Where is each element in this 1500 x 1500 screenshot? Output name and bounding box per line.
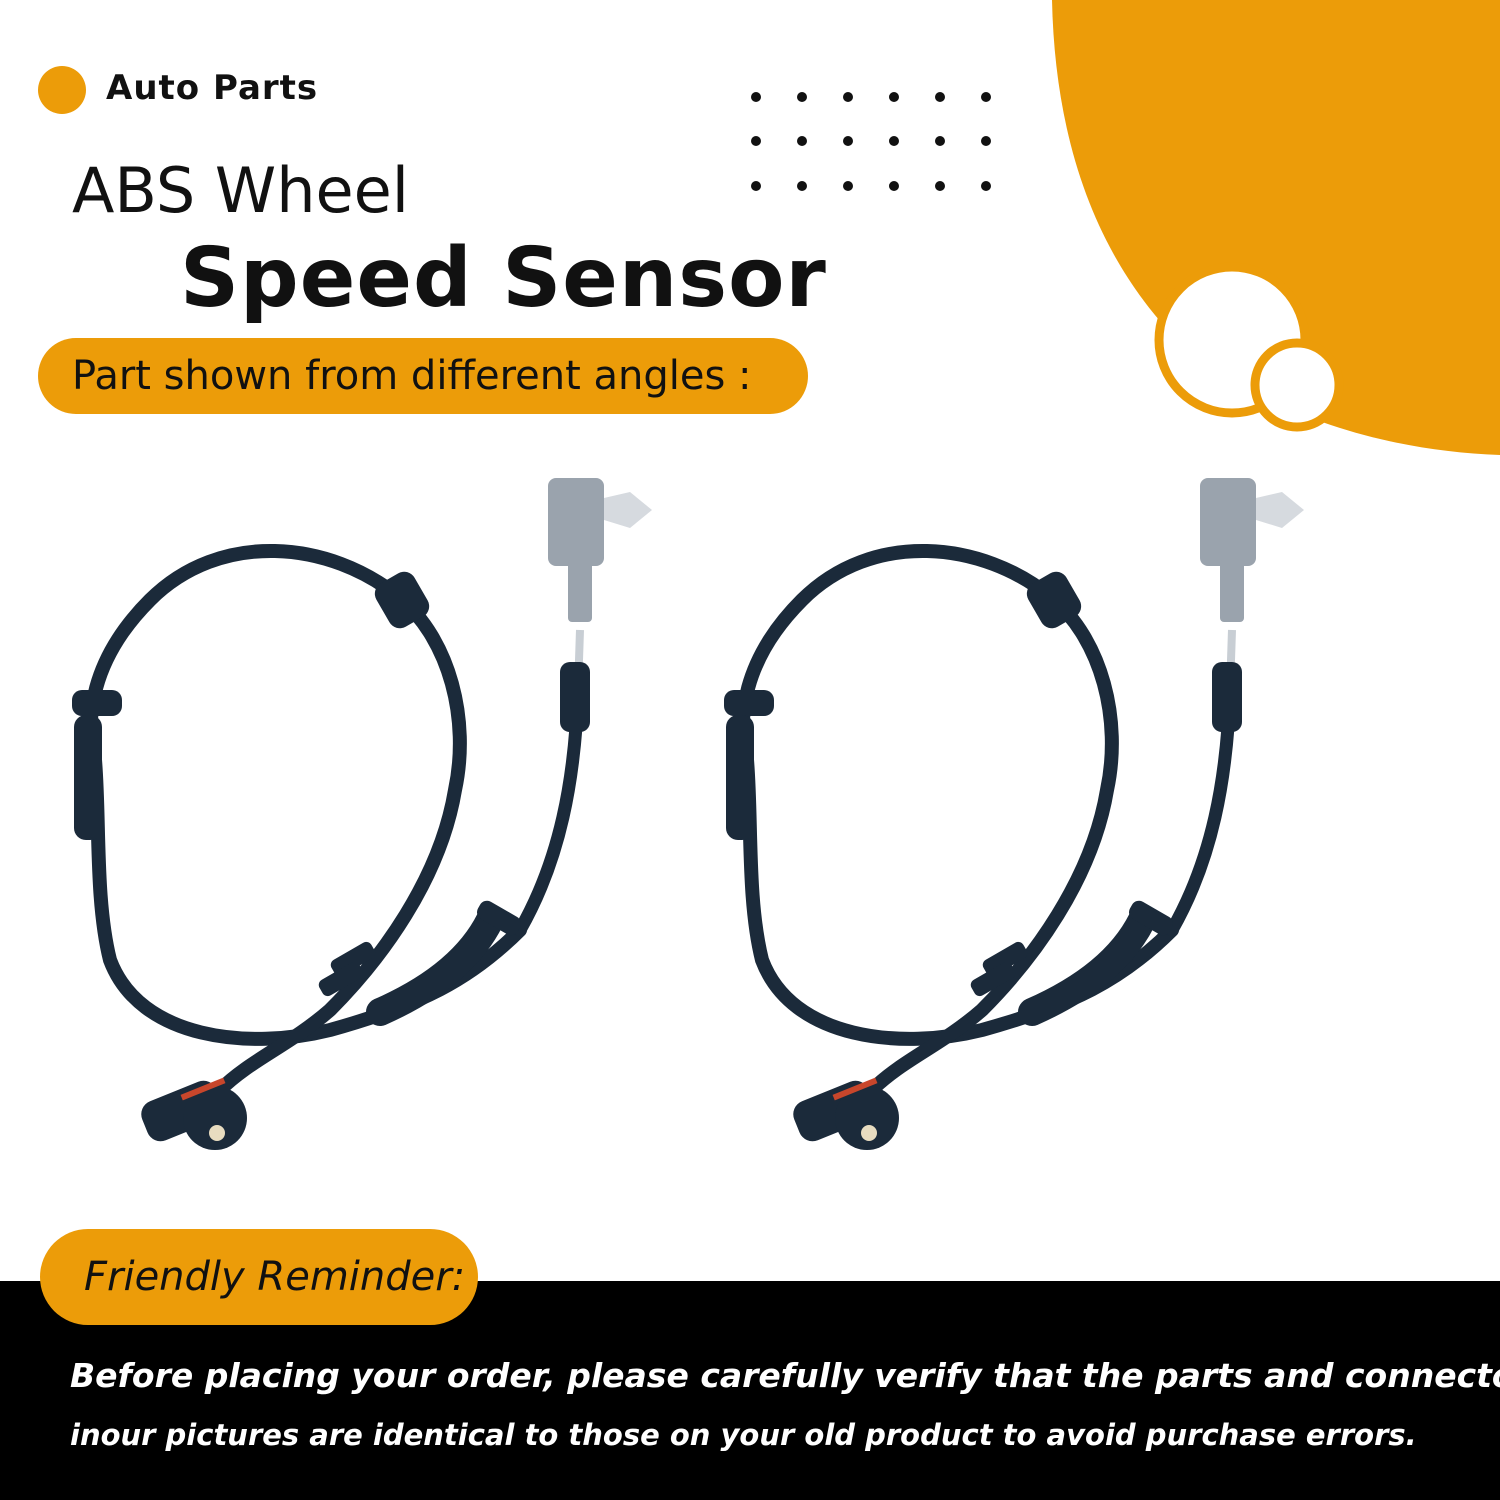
title-line-1: ABS Wheel: [72, 154, 410, 227]
brand-dot-icon: [38, 66, 86, 114]
reminder-line-2: inour pictures are identical to those on…: [70, 1418, 1417, 1452]
angles-banner: [38, 338, 808, 414]
corner-blob-icon: [1052, 0, 1500, 455]
sensor-image-left: [72, 478, 652, 1150]
sensor-image-right: [724, 478, 1304, 1150]
reminder-line-1: Before placing your order, please carefu…: [70, 1356, 1500, 1395]
reminder-pill: [40, 1229, 478, 1325]
dot-grid-icon: [751, 92, 991, 191]
brand-label: Auto Parts: [106, 68, 319, 108]
title-line-2: Speed Sensor: [180, 231, 827, 326]
reminder-heading: Friendly Reminder:: [84, 1254, 466, 1300]
ring-icon: [1250, 338, 1344, 432]
angles-banner-text: Part shown from different angles :: [72, 353, 752, 399]
